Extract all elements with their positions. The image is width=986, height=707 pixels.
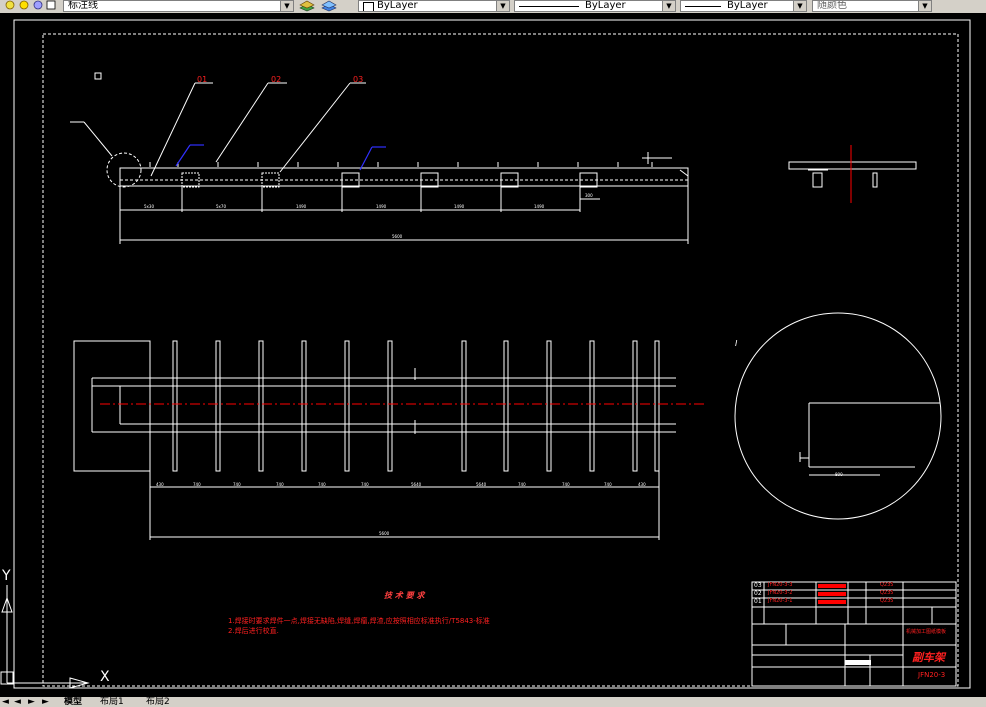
drawing-canvas[interactable]: 5x30 5x70 1490 1490 1490 1490 300 5600 <box>0 13 986 697</box>
drawing-title: 副车架 <box>912 651 945 664</box>
tab-layout2[interactable]: 布局2 <box>146 697 170 707</box>
color-dropdown-value: ByLayer <box>377 0 418 11</box>
properties-toolbar: 标注线 ▼ ByLayer ▼ ByLayer ▼ ByLayer ▼ 随颜色 … <box>0 0 986 13</box>
side-view <box>70 82 689 244</box>
make-layer-current-icon[interactable] <box>298 0 316 12</box>
tab-nav-last[interactable]: ► <box>42 697 49 707</box>
ucs-x-label: X <box>100 669 110 685</box>
point-marker <box>94 72 102 80</box>
balloon-02: 02 <box>271 75 282 84</box>
material-01: Q235 <box>880 598 894 604</box>
chevron-down-icon[interactable]: ▼ <box>793 1 806 11</box>
tab-nav-first[interactable]: ◄ <box>2 697 9 707</box>
plan-view <box>73 340 676 540</box>
detail-view <box>734 312 942 520</box>
lineweight-dropdown[interactable]: ByLayer ▼ <box>680 0 807 12</box>
part-name-bar <box>818 584 846 588</box>
svg-text:300: 300 <box>585 193 593 198</box>
svg-text:1490: 1490 <box>534 204 545 209</box>
detail-dim: 800 <box>835 472 843 477</box>
svg-text:1490: 1490 <box>454 204 465 209</box>
svg-text:740: 740 <box>193 482 201 487</box>
svg-text:5640: 5640 <box>476 482 487 487</box>
svg-text:1490: 1490 <box>296 204 307 209</box>
layer-dropdown[interactable]: 标注线 ▼ <box>63 0 294 12</box>
svg-text:740: 740 <box>233 482 241 487</box>
ucs-y-label: Y <box>2 568 11 584</box>
svg-text:5640: 5640 <box>411 482 422 487</box>
tech-requirements-title: 技 术 要 求 <box>384 591 425 600</box>
svg-text:430: 430 <box>156 482 164 487</box>
sheet-inner-border <box>42 33 959 687</box>
part-code-02: JFN20-3-2 <box>768 590 793 596</box>
layout-tabs: ◄ ◄ ► ► 模型 布局1 布局2 <box>0 697 986 707</box>
balloon-01: 01 <box>197 75 208 84</box>
ucs-icon <box>0 585 90 689</box>
layer-state-icons[interactable] <box>4 0 60 12</box>
chevron-down-icon[interactable]: ▼ <box>662 1 675 11</box>
part-code-03: JFN20-3-3 <box>768 582 793 588</box>
svg-text:740: 740 <box>562 482 570 487</box>
tab-nav-prev[interactable]: ◄ <box>14 697 21 707</box>
chevron-down-icon[interactable]: ▼ <box>496 1 509 11</box>
part-row-03: 03 <box>754 582 762 589</box>
scale-bar <box>845 660 871 665</box>
material-02: Q235 <box>880 590 894 596</box>
side-view-blue-callouts <box>175 144 386 171</box>
lineweight-dropdown-value: ByLayer <box>727 0 768 11</box>
color-dropdown[interactable]: ByLayer ▼ <box>358 0 510 12</box>
detail-label: I <box>735 339 738 348</box>
chevron-down-icon[interactable]: ▼ <box>280 1 293 11</box>
part-code-01: JFN20-3-1 <box>768 598 793 604</box>
tab-model[interactable]: 模型 <box>64 697 83 707</box>
svg-text:740: 740 <box>318 482 326 487</box>
company-name: 机械加工图纸模板 <box>906 629 947 635</box>
side-view-dims: 5x30 5x70 1490 1490 1490 1490 300 5600 <box>144 193 593 239</box>
linetype-dropdown[interactable]: ByLayer ▼ <box>514 0 676 12</box>
lineweight-sample <box>685 6 721 7</box>
svg-text:740: 740 <box>361 482 369 487</box>
sheet-outer-border <box>13 19 971 689</box>
linetype-sample <box>519 6 579 7</box>
tech-note-1: 1.焊接时要求焊件一点,焊接无缺陷,焊缝,焊瘤,焊渣,应按照相应标准执行/T58… <box>228 617 490 625</box>
end-section-view <box>788 161 917 188</box>
svg-text:5x70: 5x70 <box>216 204 226 209</box>
drawing-number: JFN20-3 <box>918 671 946 679</box>
title-block <box>751 581 957 687</box>
part-name-bar <box>818 600 846 604</box>
svg-text:740: 740 <box>518 482 526 487</box>
part-name-bar <box>818 592 846 596</box>
tech-note-2: 2.焊后进行校直. <box>228 627 279 635</box>
tab-layout1[interactable]: 布局1 <box>100 697 124 707</box>
svg-text:430: 430 <box>638 482 646 487</box>
svg-text:740: 740 <box>604 482 612 487</box>
svg-text:5600: 5600 <box>379 531 390 536</box>
linetype-dropdown-value: ByLayer <box>585 0 626 11</box>
drawing-svg: 5x30 5x70 1490 1490 1490 1490 300 5600 <box>0 19 971 689</box>
part-row-01: 01 <box>754 598 762 605</box>
plotstyle-dropdown[interactable]: 随颜色 ▼ <box>812 0 932 12</box>
plan-view-dims: 430 740 740 740 740 740 5640 5640 740 740 740… <box>156 482 646 536</box>
part-row-02: 02 <box>754 590 762 597</box>
layer-previous-icon[interactable] <box>320 0 338 12</box>
svg-text:5600: 5600 <box>392 234 403 239</box>
layer-dropdown-value: 标注线 <box>68 0 98 11</box>
plotstyle-dropdown-value: 随颜色 <box>817 0 847 11</box>
svg-text:740: 740 <box>276 482 284 487</box>
svg-text:5x30: 5x30 <box>144 204 154 209</box>
svg-text:1490: 1490 <box>376 204 387 209</box>
color-swatch <box>363 2 374 11</box>
material-03: Q235 <box>880 582 894 588</box>
balloon-03: 03 <box>353 75 364 84</box>
chevron-down-icon[interactable]: ▼ <box>918 1 931 11</box>
tab-nav-next[interactable]: ► <box>28 697 35 707</box>
